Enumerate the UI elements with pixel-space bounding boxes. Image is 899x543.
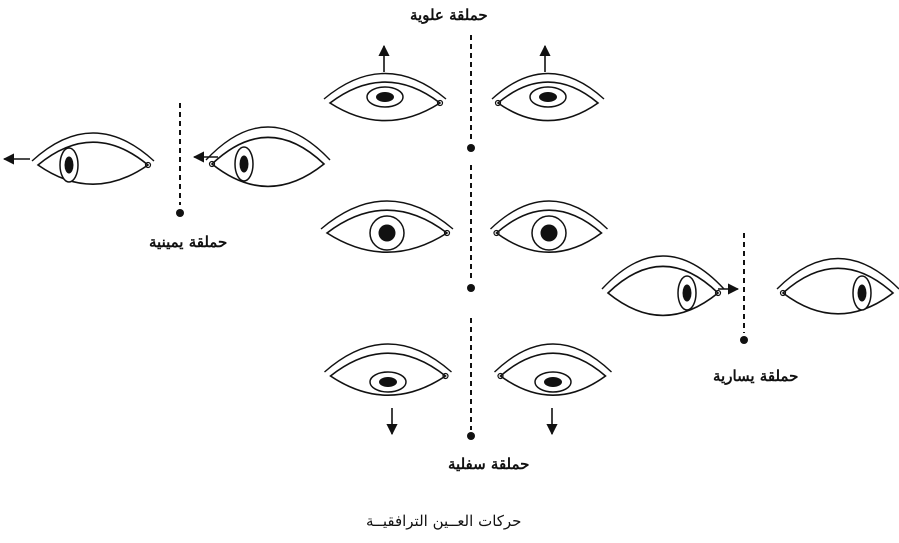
eye-outline <box>212 137 324 186</box>
pupil <box>376 92 394 102</box>
eye-center-right <box>491 201 608 252</box>
eyelid-crease <box>206 127 330 160</box>
label-upward-gaze: حملقة علوية <box>410 6 488 24</box>
pupil <box>379 225 396 242</box>
pupil <box>65 157 74 174</box>
figure-caption: حركات العــين الترافقيــة <box>366 512 521 530</box>
eyelid-crease <box>325 344 452 372</box>
pupil <box>541 225 558 242</box>
eye-down-left <box>325 344 452 395</box>
eye-center-left <box>321 201 453 252</box>
label-left-gaze: حملقة يسارية <box>713 367 798 385</box>
eye-right-gaze-outer <box>32 133 154 184</box>
label-downward-gaze: حملقة سفلية <box>448 455 529 473</box>
eye-outline <box>38 142 148 184</box>
eye-up-left <box>324 74 446 121</box>
pupil <box>544 377 562 387</box>
divider-dot <box>467 432 475 440</box>
eye-left-gaze-inner <box>602 256 724 315</box>
eye-right-gaze-inner <box>206 127 330 186</box>
divider-dot <box>467 144 475 152</box>
divider-dot <box>176 209 184 217</box>
eye-outline <box>783 268 893 314</box>
pupil <box>379 377 397 387</box>
pupil <box>539 92 557 102</box>
divider-dot <box>467 284 475 292</box>
pupil <box>240 156 249 173</box>
eyelid-crease <box>602 256 724 289</box>
eye-up-right <box>492 74 604 121</box>
eye-outline <box>608 266 718 315</box>
label-right-gaze: حملقة يمينية <box>149 233 227 251</box>
pupil <box>858 285 867 302</box>
divider-dot <box>740 336 748 344</box>
pupil <box>683 285 692 302</box>
eye-left-gaze-outer <box>777 259 899 314</box>
eye-down-right <box>495 344 612 395</box>
eyelid-crease <box>777 259 899 290</box>
